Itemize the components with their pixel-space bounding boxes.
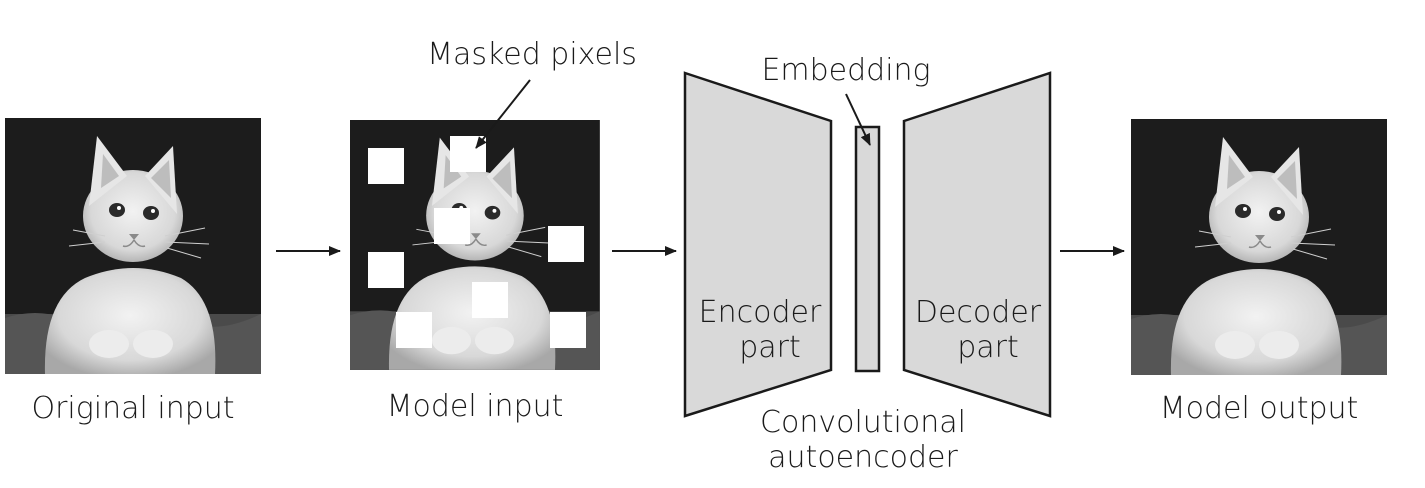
encoder-label-line2: part	[739, 329, 801, 365]
masked-pixel-patches	[368, 136, 586, 348]
encoder-label-line1: Encoder	[698, 295, 822, 330]
encoder-label: Encoder part	[690, 295, 830, 365]
masked-pixels-pointer	[475, 79, 531, 149]
mask-patch	[472, 282, 508, 318]
mask-patch	[548, 226, 584, 262]
decoder-label: Decoder part	[908, 295, 1048, 365]
model-output-image	[1130, 118, 1388, 376]
mask-patch	[550, 312, 586, 348]
model-input-image	[349, 119, 601, 371]
masked-pixels-label: Masked pixels	[427, 37, 637, 72]
model-input-label: Model input	[386, 389, 564, 424]
mask-patch	[368, 148, 404, 184]
decoder-block	[902, 71, 1052, 418]
original-input-label: Original input	[31, 391, 235, 426]
mask-patch	[368, 252, 404, 288]
decoder-label-line2: part	[957, 329, 1019, 365]
embedding-label: Embedding	[761, 53, 931, 88]
embedding-pointer	[845, 93, 871, 146]
convolutional-autoencoder-label: Convolutional autoencoder	[748, 405, 978, 475]
conv-label-line2: autoencoder	[768, 439, 958, 475]
mask-patch	[434, 208, 470, 244]
mask-patch	[396, 312, 432, 348]
embedding-block	[854, 125, 881, 373]
original-input-image	[4, 117, 262, 375]
model-output-label: Model output	[1159, 391, 1359, 426]
decoder-label-line1: Decoder	[914, 295, 1042, 330]
conv-label-line1: Convolutional	[760, 405, 966, 440]
encoder-block	[683, 71, 833, 418]
